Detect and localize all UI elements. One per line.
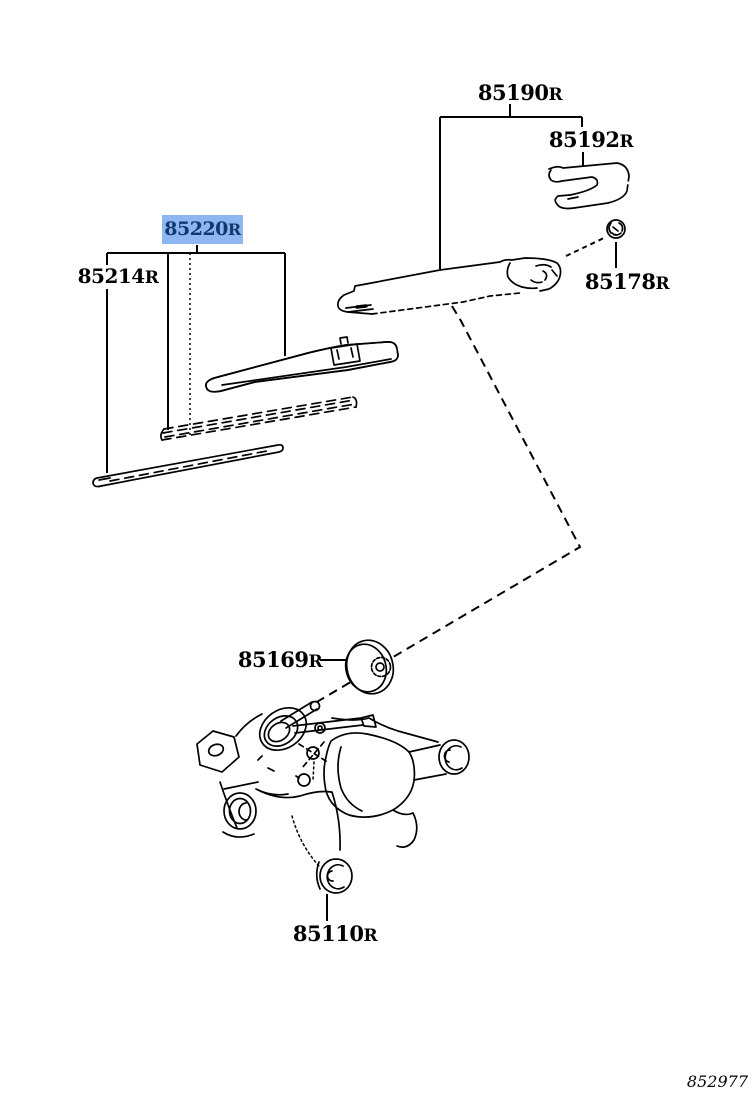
part-suffix: R: [144, 268, 159, 288]
grommet-drawing: [344, 639, 395, 695]
part-number: 85214: [77, 264, 146, 288]
wiper-motor-drawing: [196, 700, 470, 894]
arm-cover-drawing: [548, 162, 630, 210]
part-label-85192r[interactable]: 85192R: [521, 129, 661, 153]
part-number: 85110: [292, 921, 364, 946]
blade-insert-strips-drawing: [160, 396, 358, 441]
part-label-85190r[interactable]: 85190R: [450, 82, 590, 106]
pivot-nut-drawing: [606, 219, 626, 239]
wiper-blade-drawing: [205, 336, 399, 393]
part-label-85214r[interactable]: 85214R: [75, 265, 161, 289]
part-suffix: R: [308, 652, 323, 672]
part-label-85178r[interactable]: 85178R: [557, 271, 697, 295]
part-label-85110r[interactable]: 85110R: [265, 923, 405, 947]
wiper-arm-drawing: [337, 257, 562, 315]
part-number: 85192: [548, 127, 620, 152]
part-suffix: R: [227, 220, 241, 239]
part-suffix: R: [548, 85, 563, 105]
rubber-strip-drawing: [92, 443, 284, 488]
part-suffix: R: [655, 274, 670, 294]
drawing-code: 852977: [686, 1072, 748, 1091]
part-label-85169r[interactable]: 85169R: [210, 649, 350, 673]
part-suffix: R: [619, 132, 634, 152]
part-number: 85220: [164, 218, 228, 240]
part-number: 85178: [584, 269, 656, 294]
part-number: 85190: [477, 80, 549, 105]
leader-lines: [106, 104, 617, 921]
part-suffix: R: [363, 926, 378, 946]
part-number: 85169: [237, 647, 309, 672]
